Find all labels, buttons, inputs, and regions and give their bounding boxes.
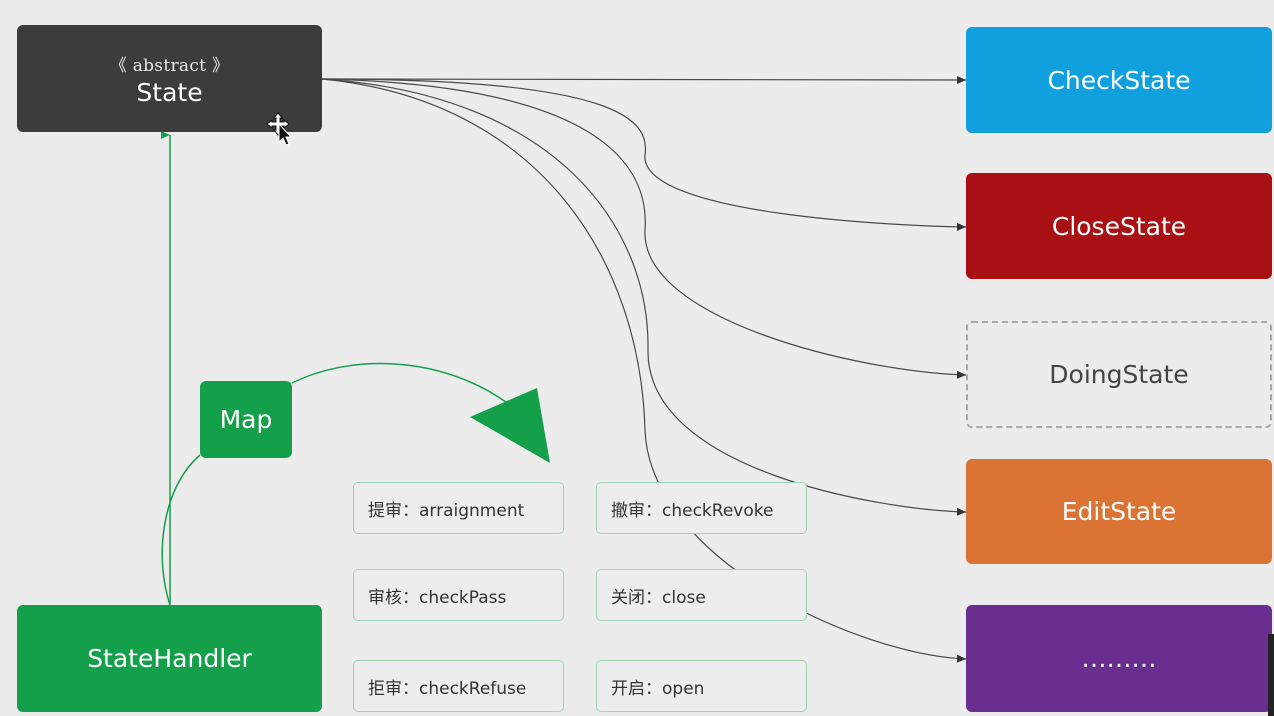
map-entry-check-pass: 审核：checkPass bbox=[353, 569, 564, 621]
map-arrow-head bbox=[470, 388, 550, 463]
check-state-label: CheckState bbox=[1047, 65, 1191, 95]
close-state-box[interactable]: CloseState bbox=[966, 173, 1272, 279]
move-cursor-icon bbox=[266, 112, 293, 146]
map-loop-upper bbox=[291, 362, 511, 406]
abstract-state-box[interactable]: 《 abstract 》 State bbox=[17, 25, 322, 132]
map-entry-label: 拒审：checkRefuse bbox=[368, 678, 527, 699]
map-box[interactable]: Map bbox=[200, 381, 292, 458]
connector-more bbox=[321, 78, 967, 663]
map-entry-arraignment: 提审：arraignment bbox=[353, 482, 564, 534]
map-entry-label: 撤审：checkRevoke bbox=[611, 500, 774, 521]
abstract-stereotype: 《 abstract 》 bbox=[109, 55, 230, 76]
connector-check bbox=[321, 75, 967, 84]
map-entry-open: 开启：open bbox=[596, 660, 807, 712]
edit-state-box[interactable]: EditState bbox=[966, 459, 1272, 564]
map-entry-label: 审核：checkPass bbox=[368, 587, 507, 608]
map-entry-close: 关闭：close bbox=[596, 569, 807, 621]
edge-artifact bbox=[1268, 634, 1274, 716]
doing-state-box[interactable]: DoingState bbox=[966, 321, 1272, 428]
doing-state-label: DoingState bbox=[1049, 360, 1189, 389]
state-handler-label: StateHandler bbox=[87, 644, 252, 673]
check-state-box[interactable]: CheckState bbox=[966, 27, 1272, 133]
more-states-label: ……… bbox=[1081, 644, 1157, 673]
connector-edit bbox=[321, 78, 967, 516]
edit-state-label: EditState bbox=[1061, 497, 1177, 526]
connector-close bbox=[321, 78, 967, 231]
map-entry-label: 关闭：close bbox=[611, 587, 706, 608]
map-entry-check-revoke: 撤审：checkRevoke bbox=[596, 482, 807, 534]
close-state-label: CloseState bbox=[1051, 211, 1187, 241]
map-loop-lower bbox=[161, 454, 201, 606]
state-name: State bbox=[136, 77, 203, 107]
map-entry-check-refuse: 拒审：checkRefuse bbox=[353, 660, 564, 712]
more-states-box[interactable]: ……… bbox=[966, 605, 1272, 712]
state-handler-box[interactable]: StateHandler bbox=[17, 605, 322, 712]
map-label: Map bbox=[219, 405, 273, 434]
map-entry-label: 提审：arraignment bbox=[368, 500, 525, 521]
connector-doing bbox=[321, 78, 967, 379]
map-entry-label: 开启：open bbox=[611, 678, 705, 699]
